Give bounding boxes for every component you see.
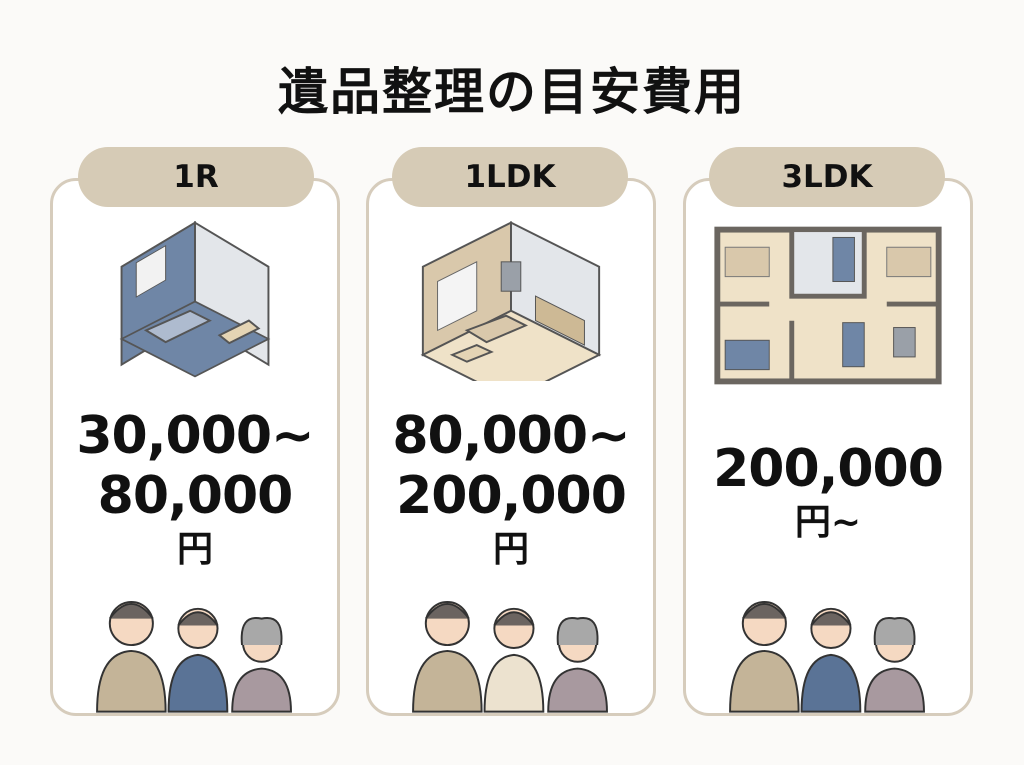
- card-3ldk: 200,000 円~: [683, 178, 973, 716]
- card-3-price: 200,000 円~: [686, 439, 970, 547]
- price-line-2: 80,000: [97, 466, 294, 526]
- card-2-price: 80,000~ 200,000 円: [369, 406, 653, 574]
- card-3-label: 3LDK: [709, 147, 945, 207]
- card-1-price: 30,000~ 80,000 円: [53, 406, 337, 574]
- page-title: 遺品整理の目安費用: [278, 63, 746, 121]
- card-1-label: 1R: [78, 147, 314, 207]
- card-1r: 30,000~ 80,000 円: [50, 178, 340, 716]
- bedroom-illustration-icon: [119, 221, 271, 378]
- yen-unit: 円: [176, 529, 213, 570]
- card-1ldk: 80,000~ 200,000 円: [366, 178, 656, 716]
- yen-unit: 円~: [794, 502, 862, 543]
- price-line-1: 80,000~: [392, 406, 630, 466]
- price-line-1: 30,000~: [76, 406, 314, 466]
- yen-unit: 円: [492, 529, 529, 570]
- floor-plan-illustration-icon: [714, 226, 942, 385]
- family-people-icon: [412, 600, 608, 713]
- family-people-icon: [729, 600, 925, 713]
- living-kitchen-illustration-icon: [420, 221, 602, 381]
- card-2-label: 1LDK: [392, 147, 628, 207]
- price-line-1: 200,000: [713, 439, 944, 499]
- price-line-2: 200,000: [396, 466, 627, 526]
- family-people-icon: [96, 600, 292, 713]
